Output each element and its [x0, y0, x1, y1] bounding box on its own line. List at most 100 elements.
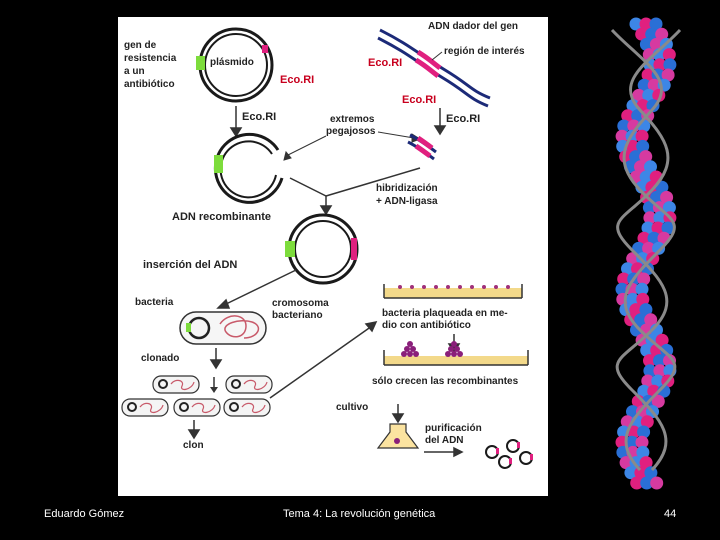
- helix-bead: [634, 313, 648, 327]
- cut-plasmid: [213, 132, 284, 204]
- helix-bead: [644, 313, 658, 327]
- footer-title: Tema 4: La revolución genética: [283, 508, 436, 520]
- label-plated-bacterium: bacteria plaqueada en me- dio con antibi…: [382, 308, 510, 331]
- plate-bottom: [383, 341, 529, 366]
- bacterium: [179, 311, 267, 345]
- helix-bead: [630, 323, 643, 337]
- helix-bead: [639, 456, 653, 470]
- helix-bead: [635, 129, 649, 143]
- clone-cell: [152, 375, 200, 394]
- helix-bead: [651, 394, 665, 408]
- helix-bead: [637, 425, 651, 439]
- label-culture: cultivo: [336, 402, 368, 413]
- cut-plasmid-resistance-gene: [214, 155, 223, 173]
- helix-bead: [621, 262, 634, 276]
- helix-bead: [653, 58, 667, 72]
- helix-bead: [615, 129, 629, 143]
- helix-bead: [636, 405, 649, 419]
- label-donor-dna: ADN dador del gen: [428, 21, 518, 32]
- plate-top: [383, 284, 523, 299]
- helix-bead: [629, 303, 643, 317]
- helix-bead: [640, 415, 654, 429]
- arrow-cut-donor: [433, 108, 447, 136]
- helix-bead: [645, 180, 659, 194]
- helix-bead: [635, 282, 649, 296]
- helix-bead: [651, 221, 665, 235]
- helix-bead: [626, 139, 640, 153]
- label-cloned: clonado: [141, 353, 179, 364]
- recombinant-resistance-gene: [285, 241, 295, 257]
- helix-bead: [650, 190, 664, 204]
- helix-bead: [639, 17, 653, 31]
- helix-bead: [634, 160, 647, 174]
- helix-bead: [652, 241, 666, 255]
- dna-double-helix-icon: [606, 14, 688, 496]
- helix-bead: [637, 384, 651, 398]
- helix-bead: [641, 221, 655, 235]
- label-region-interest: región de interés: [444, 46, 525, 57]
- arrow-purification: [424, 446, 464, 458]
- helix-bead: [660, 190, 674, 204]
- helix-bead: [647, 231, 661, 245]
- helix-bead: [625, 435, 639, 449]
- helix-bead: [626, 99, 640, 113]
- helix-bead: [643, 364, 657, 378]
- helix-bead: [663, 58, 677, 72]
- donor-insert-region: [416, 49, 442, 70]
- label-sticky-ends: extremos pegajosos: [326, 114, 377, 137]
- arrow-insertion: [216, 269, 297, 309]
- helix-bead: [660, 343, 674, 357]
- helix-bead: [639, 303, 653, 317]
- recombinant-insert: [351, 238, 357, 260]
- helix-bead: [637, 231, 651, 245]
- helix-bead: [655, 333, 669, 347]
- helix-bead: [629, 17, 643, 31]
- footer-page-number: 44: [664, 508, 677, 520]
- helix-bead: [629, 150, 643, 164]
- purified-plasmids: [485, 439, 533, 469]
- helix-bead: [626, 292, 640, 306]
- arrow-cut-plasmid: [229, 106, 243, 138]
- helix-bead: [636, 292, 650, 306]
- label-ecori-right: Eco.RI: [446, 113, 480, 125]
- plated-cells: [398, 285, 510, 289]
- helix-bead: [649, 17, 663, 31]
- helix-bead: [637, 78, 651, 92]
- clone-cell: [121, 398, 169, 417]
- label-recombinant-dna: ADN recombinante: [172, 211, 271, 223]
- plasmid: [196, 27, 274, 103]
- helix-bead: [651, 374, 665, 388]
- helix-bead: [661, 221, 675, 235]
- recombinant-colony: [445, 341, 463, 357]
- hybridization-arrows: [289, 167, 421, 216]
- helix-bead: [655, 27, 669, 41]
- clone-cell: [173, 398, 221, 417]
- arrow-culture: [391, 404, 405, 424]
- arrow-clone: [187, 420, 201, 440]
- label-gene-resistance: gen de resistencia a un antibiótico: [124, 40, 179, 90]
- helix-bead: [653, 354, 666, 368]
- helix-bead: [637, 272, 651, 286]
- helix-bead: [643, 354, 656, 368]
- helix-bead: [643, 211, 657, 225]
- helix-bead: [639, 150, 653, 164]
- helix-bead: [642, 88, 656, 102]
- helix-bead: [640, 343, 654, 357]
- helix-bead: [641, 374, 655, 388]
- culture-flask-icon: [376, 423, 420, 449]
- label-hybridization: hibridización + ADN-ligasa: [376, 183, 440, 207]
- label-ecori-donor-bottom: Eco.RI: [402, 94, 436, 106]
- label-clone: clon: [183, 440, 204, 451]
- label-only-recombinants: sólo crecen las recombinantes: [372, 376, 519, 387]
- arrow-to-cloned: [209, 348, 223, 370]
- cut-insert: [407, 133, 437, 161]
- helix-bead: [636, 445, 650, 459]
- label-purification: purificación del ADN: [425, 423, 484, 446]
- helix-bead: [641, 68, 655, 82]
- helix-bead: [653, 364, 667, 378]
- bacterial-chromosome: [219, 315, 260, 339]
- helix-bead: [630, 476, 644, 490]
- helix-bead: [663, 354, 676, 368]
- clone-cell: [223, 398, 271, 417]
